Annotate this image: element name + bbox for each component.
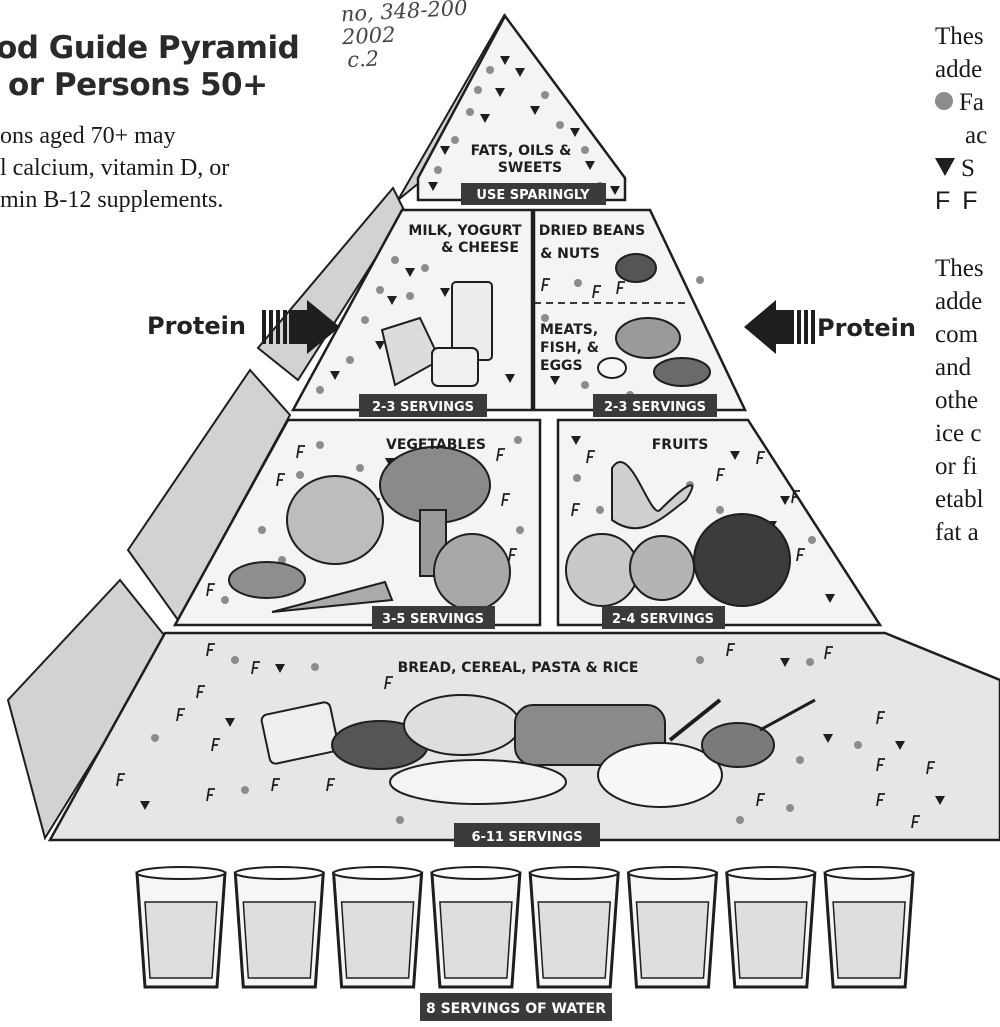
fats-oils-label-line-1: FATS, OILS & [471, 143, 572, 159]
baguette-icon [390, 760, 566, 804]
bread-label: BREAD, CEREAL, PASTA & RICE [398, 660, 639, 676]
grapes-icon [694, 514, 790, 606]
water-glasses-row [137, 867, 913, 987]
fat-dot-symbol [696, 656, 704, 664]
protein-arrow-right [744, 300, 815, 354]
meats-label-line-3: EGGS [540, 358, 583, 374]
use-sparingly-text: USE SPARINGLY [476, 188, 590, 203]
fat-dot-symbol [786, 804, 794, 812]
fat-dot-symbol [391, 256, 399, 264]
water-glass-icon [235, 867, 323, 987]
pear-icon [630, 536, 694, 600]
bread-loaf-icon [404, 695, 520, 755]
fat-dot-symbol [808, 536, 816, 544]
milk-servings-text: 2-3 SERVINGS [372, 400, 474, 415]
fat-dot-symbol [716, 506, 724, 514]
fish-icon [654, 358, 710, 386]
fat-dot-symbol [151, 734, 159, 742]
fat-dot-symbol [516, 526, 524, 534]
meats-servings-badge: 2-3 SERVINGS [593, 394, 717, 417]
fat-dot-symbol [574, 279, 582, 287]
vegetables-servings-text: 3-5 SERVINGS [382, 612, 484, 627]
fruits-servings-text: 2-4 SERVINGS [612, 612, 714, 627]
water-glass-icon [530, 867, 618, 987]
fat-dot-symbol [736, 816, 744, 824]
use-sparingly-badge: USE SPARINGLY [461, 183, 606, 205]
water-glass-icon [334, 867, 422, 987]
beans-label-line-2: & NUTS [540, 246, 600, 262]
water-servings-text: 8 SERVINGS OF WATER [426, 1001, 606, 1017]
bread-servings-badge: 6-11 SERVINGS [454, 823, 600, 847]
beans-label-line-1: DRIED BEANS [539, 223, 646, 239]
vegetables-label: VEGETABLES [386, 437, 486, 453]
meats-servings-text: 2-3 SERVINGS [604, 400, 706, 415]
vegetables-servings-badge: 3-5 SERVINGS [372, 606, 495, 629]
water-servings-badge: 8 SERVINGS OF WATER [420, 993, 612, 1021]
water-glass-icon [825, 867, 913, 987]
fat-dot-symbol [474, 86, 482, 94]
potato-icon [229, 562, 305, 598]
fat-dot-symbol [434, 166, 442, 174]
fat-dot-symbol [361, 316, 369, 324]
fat-dot-symbol [346, 356, 354, 364]
water-glass-icon [727, 867, 815, 987]
fat-dot-symbol [421, 264, 429, 272]
water-glass-icon [629, 867, 717, 987]
fat-dot-symbol [696, 276, 704, 284]
fat-dot-symbol [221, 596, 229, 604]
milk-label-line-2: & CHEESE [441, 240, 519, 256]
meats-label-line-1: MEATS, [540, 322, 598, 338]
milk-label-line-1: MILK, YOGURT [408, 223, 522, 239]
meats-label-line-2: FISH, & [540, 340, 599, 356]
fat-dot-symbol [581, 146, 589, 154]
fat-dot-symbol [796, 756, 804, 764]
fat-dot-symbol [466, 108, 474, 116]
fat-dot-symbol [486, 66, 494, 74]
fat-dot-symbol [311, 663, 319, 671]
fat-dot-symbol [581, 381, 589, 389]
yogurt-cup-icon [432, 348, 478, 386]
fat-dot-symbol [376, 286, 384, 294]
fat-dot-symbol [596, 506, 604, 514]
tier-meat-beans [534, 210, 745, 410]
fat-dot-symbol [806, 658, 814, 666]
fat-dot-symbol [241, 786, 249, 794]
fat-dot-symbol [406, 292, 414, 300]
fat-dot-symbol [231, 656, 239, 664]
fruits-servings-badge: 2-4 SERVINGS [602, 606, 725, 629]
fat-dot-symbol [296, 471, 304, 479]
water-glass-icon [137, 867, 225, 987]
fat-dot-symbol [316, 441, 324, 449]
fat-dot-symbol [573, 474, 581, 482]
fat-dot-symbol [356, 464, 364, 472]
fat-dot-symbol [854, 741, 862, 749]
fats-oils-label-line-2: SWEETS [498, 160, 562, 176]
fat-dot-symbol [514, 436, 522, 444]
fat-dot-symbol [258, 526, 266, 534]
water-glass-icon [432, 867, 520, 987]
fat-dot-symbol [396, 816, 404, 824]
fat-dot-symbol [451, 136, 459, 144]
apple-icon [566, 534, 638, 606]
cabbage-icon [287, 476, 383, 564]
bread-servings-text: 6-11 SERVINGS [471, 830, 582, 845]
fat-dot-symbol [316, 386, 324, 394]
tomato-icon [434, 534, 510, 610]
fat-dot-symbol [556, 121, 564, 129]
milk-servings-badge: 2-3 SERVINGS [359, 394, 487, 417]
fruits-label: FRUITS [652, 437, 709, 453]
fat-dot-symbol [541, 314, 549, 322]
chicken-icon [616, 318, 680, 358]
fat-dot-symbol [541, 91, 549, 99]
egg-icon [598, 358, 626, 378]
nuts-icon [616, 254, 656, 282]
